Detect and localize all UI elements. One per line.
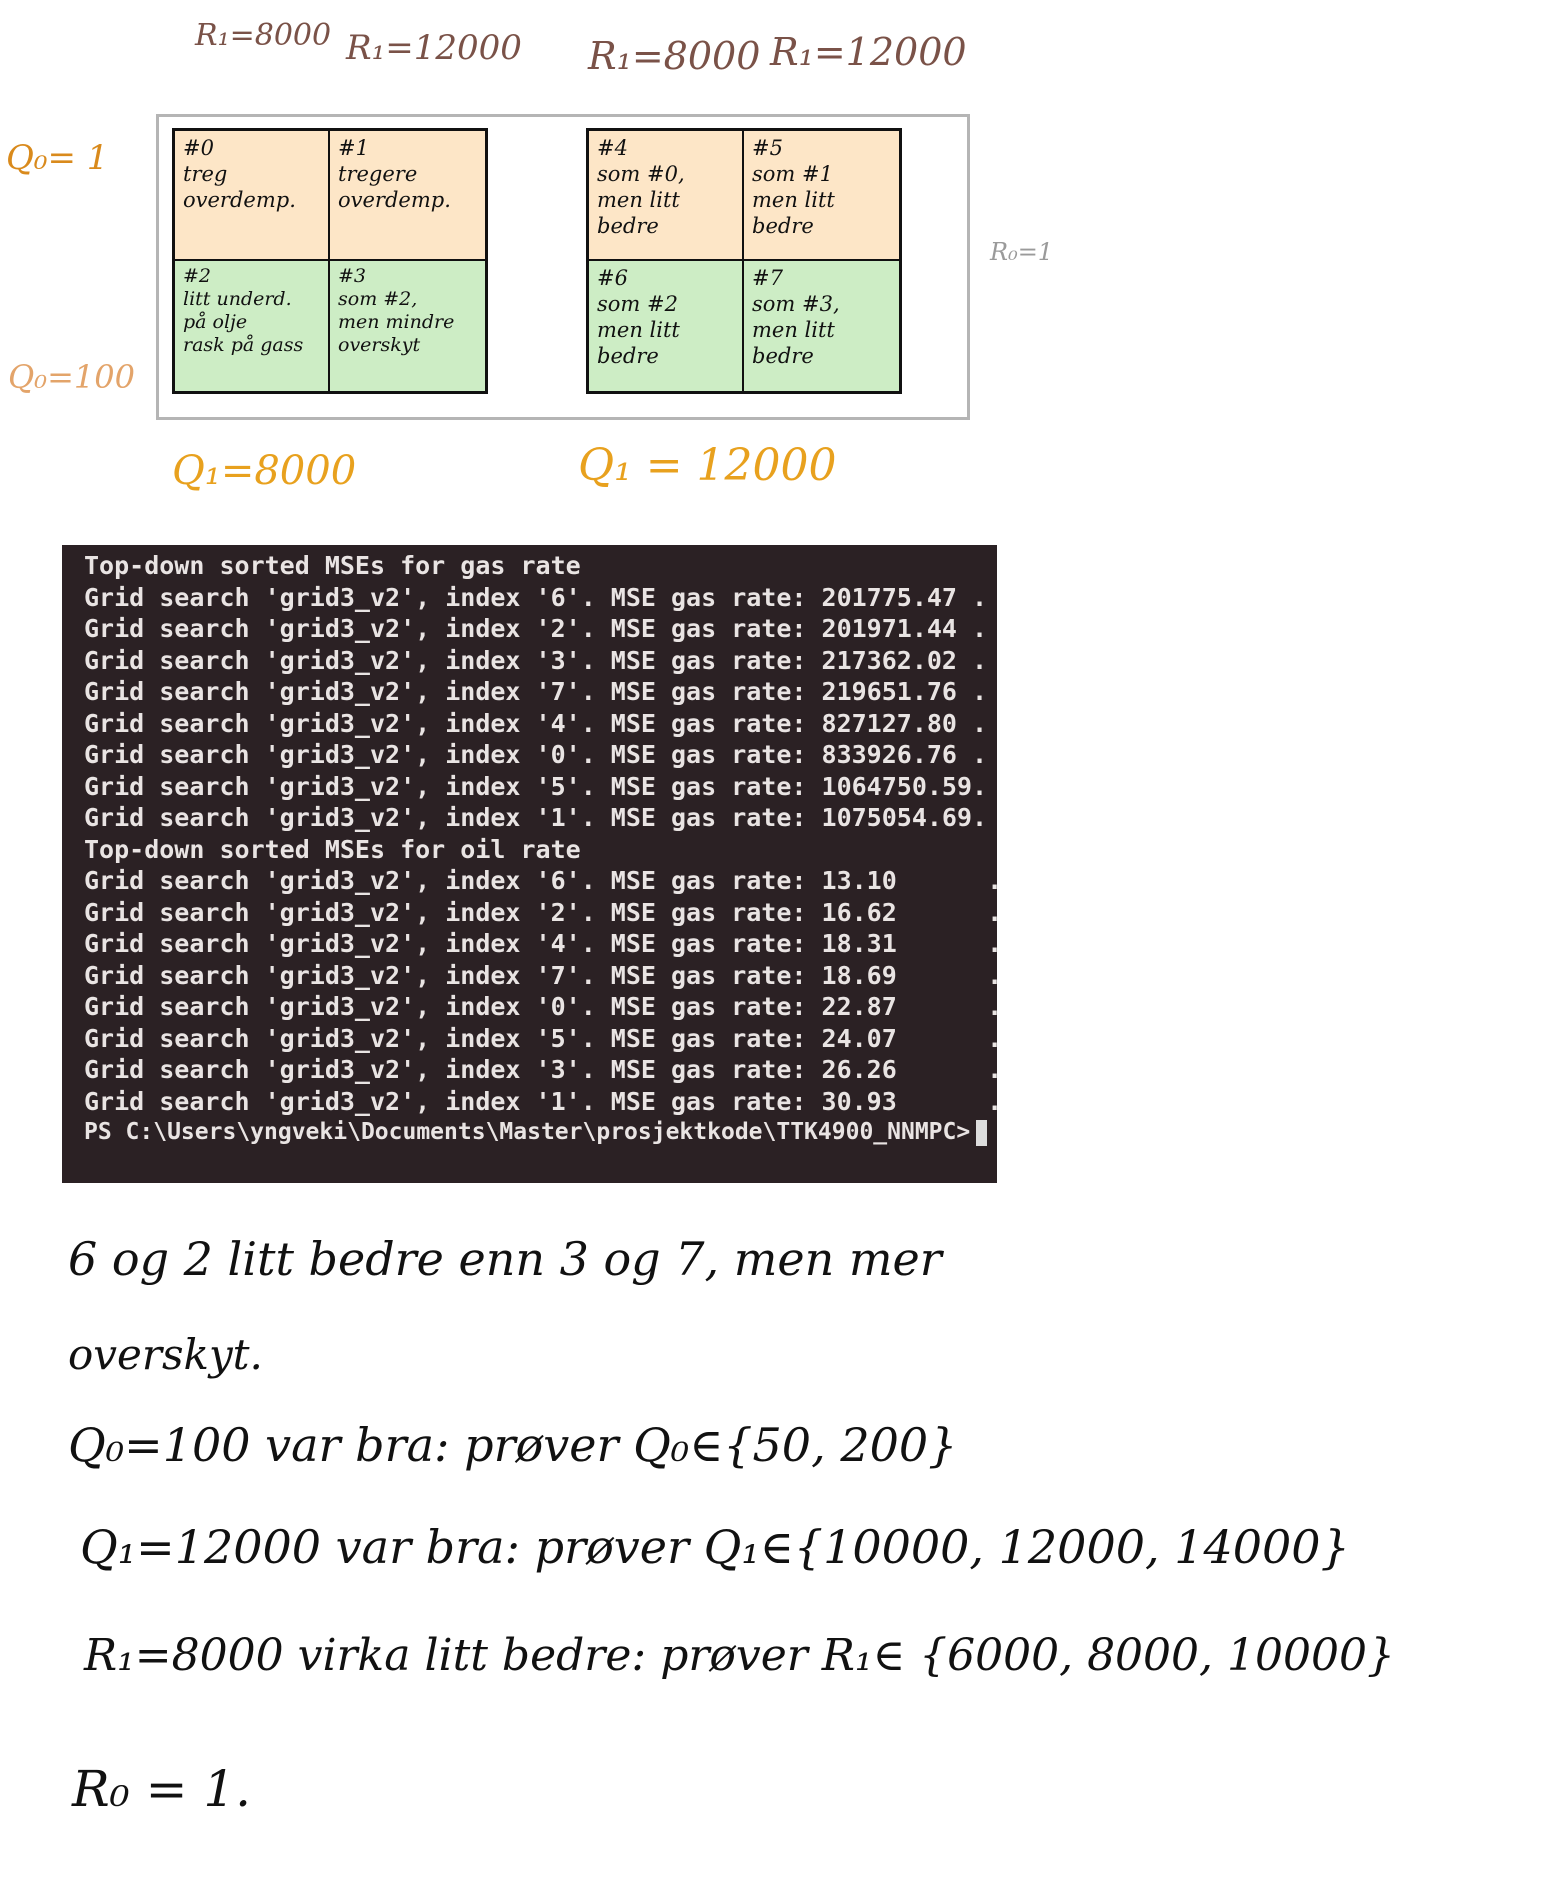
cell-label: #2 litt underd. på olje rask på gass bbox=[183, 265, 304, 356]
terminal-photo: Top-down sorted MSEs for gas rate Grid s… bbox=[62, 545, 1003, 1183]
grid-cell-5: #5 som #1 men litt bedre bbox=[744, 131, 899, 261]
cell-label: #3 som #2, men mindre overskyt bbox=[338, 265, 455, 356]
terminal-line: Grid search 'grid3_v2', index '7'. MSE g… bbox=[84, 960, 1003, 990]
header-right-r1-12000: R₁=12000 bbox=[770, 30, 967, 74]
cell-label: #6 som #2 men litt bedre bbox=[597, 266, 680, 368]
cell-label: #5 som #1 men litt bedre bbox=[752, 136, 835, 238]
left-grid: #0 treg overdemp. #1 tregere overdemp. #… bbox=[172, 128, 488, 394]
header-right-r1-8000: R₁=8000 bbox=[588, 34, 761, 78]
terminal-line: Grid search 'grid3_v2', index '3'. MSE g… bbox=[84, 645, 988, 675]
terminal-line: Grid search 'grid3_v2', index '4'. MSE g… bbox=[84, 708, 988, 738]
terminal-line: Grid search 'grid3_v2', index '1'. MSE g… bbox=[84, 1086, 1003, 1116]
grid-cell-3: #3 som #2, men mindre overskyt bbox=[330, 261, 485, 391]
text-cursor bbox=[976, 1119, 988, 1146]
terminal-line: Grid search 'grid3_v2', index '3'. MSE g… bbox=[84, 1055, 1003, 1084]
terminal-line: Grid search 'grid3_v2', index '0'. MSE g… bbox=[84, 740, 988, 769]
terminal-line: Grid search 'grid3_v2', index '1'. MSE g… bbox=[84, 803, 988, 832]
header-left-r1-12000: R₁=12000 bbox=[346, 28, 522, 68]
terminal-line: Grid search 'grid3_v2', index '2'. MSE g… bbox=[84, 897, 1003, 927]
grid-cell-4: #4 som #0, men litt bedre bbox=[589, 131, 744, 261]
side-label-r0-1: R₀=1 bbox=[990, 238, 1054, 266]
terminal-line: Grid search 'grid3_v2', index '6'. MSE g… bbox=[84, 866, 1003, 895]
terminal-line: Grid search 'grid3_v2', index '7'. MSE g… bbox=[84, 677, 988, 706]
note-line-1: 6 og 2 litt bedre enn 3 og 7, men mer bbox=[68, 1232, 942, 1286]
grid-cell-7: #7 som #3, men litt bedre bbox=[744, 261, 899, 391]
terminal-line: Top-down sorted MSEs for oil rate bbox=[84, 834, 581, 864]
cell-label: #0 treg overdemp. bbox=[183, 136, 296, 212]
diagram-frame bbox=[156, 114, 970, 420]
terminal-line: Grid search 'grid3_v2', index '5'. MSE g… bbox=[84, 771, 988, 801]
terminal-line: Top-down sorted MSEs for gas rate bbox=[84, 551, 581, 580]
note-line-5: R₁=8000 virka litt bedre: prøver R₁∈ {60… bbox=[84, 1630, 1395, 1681]
note-line-6: R₀ = 1. bbox=[72, 1760, 252, 1818]
grid-cell-2: #2 litt underd. på olje rask på gass bbox=[175, 261, 330, 391]
bottom-label-q1-8000: Q₁=8000 bbox=[172, 448, 357, 494]
row-label-q0-100: Q₀=100 bbox=[8, 358, 135, 396]
right-grid: #4 som #0, men litt bedre #5 som #1 men … bbox=[586, 128, 902, 394]
note-line-2: overskyt. bbox=[68, 1330, 263, 1379]
bottom-label-q1-12000: Q₁ = 12000 bbox=[578, 440, 837, 491]
grid-cell-1: #1 tregere overdemp. bbox=[330, 131, 485, 261]
terminal-line: Grid search 'grid3_v2', index '0'. MSE g… bbox=[84, 992, 1003, 1021]
cell-label: #1 tregere overdemp. bbox=[338, 136, 451, 212]
grid-cell-6: #6 som #2 men litt bedre bbox=[589, 261, 744, 391]
terminal-line: Grid search 'grid3_v2', index '4'. MSE g… bbox=[84, 929, 1003, 958]
terminal-line: Grid search 'grid3_v2', index '6'. MSE g… bbox=[84, 582, 988, 612]
header-left-r1-8000: R₁=8000 bbox=[195, 18, 332, 53]
grid-cell-0: #0 treg overdemp. bbox=[175, 131, 330, 261]
terminal-prompt: PS C:\Users\yngveki\Documents\Master\pro… bbox=[84, 1117, 997, 1149]
row-label-q0-1: Q₀= 1 bbox=[6, 138, 109, 178]
terminal-line: Grid search 'grid3_v2', index '5'. MSE g… bbox=[84, 1023, 1003, 1053]
terminal-line: Grid search 'grid3_v2', index '2'. MSE g… bbox=[84, 614, 988, 643]
note-line-4: Q₁=12000 var bra: prøver Q₁∈{10000, 1200… bbox=[80, 1520, 1350, 1574]
cell-label: #4 som #0, men litt bedre bbox=[597, 136, 685, 238]
cell-label: #7 som #3, men litt bedre bbox=[752, 266, 840, 368]
prompt-text: PS C:\Users\yngveki\Documents\Master\pro… bbox=[84, 1119, 971, 1145]
note-line-3: Q₀=100 var bra: prøver Q₀∈{50, 200} bbox=[68, 1418, 958, 1472]
